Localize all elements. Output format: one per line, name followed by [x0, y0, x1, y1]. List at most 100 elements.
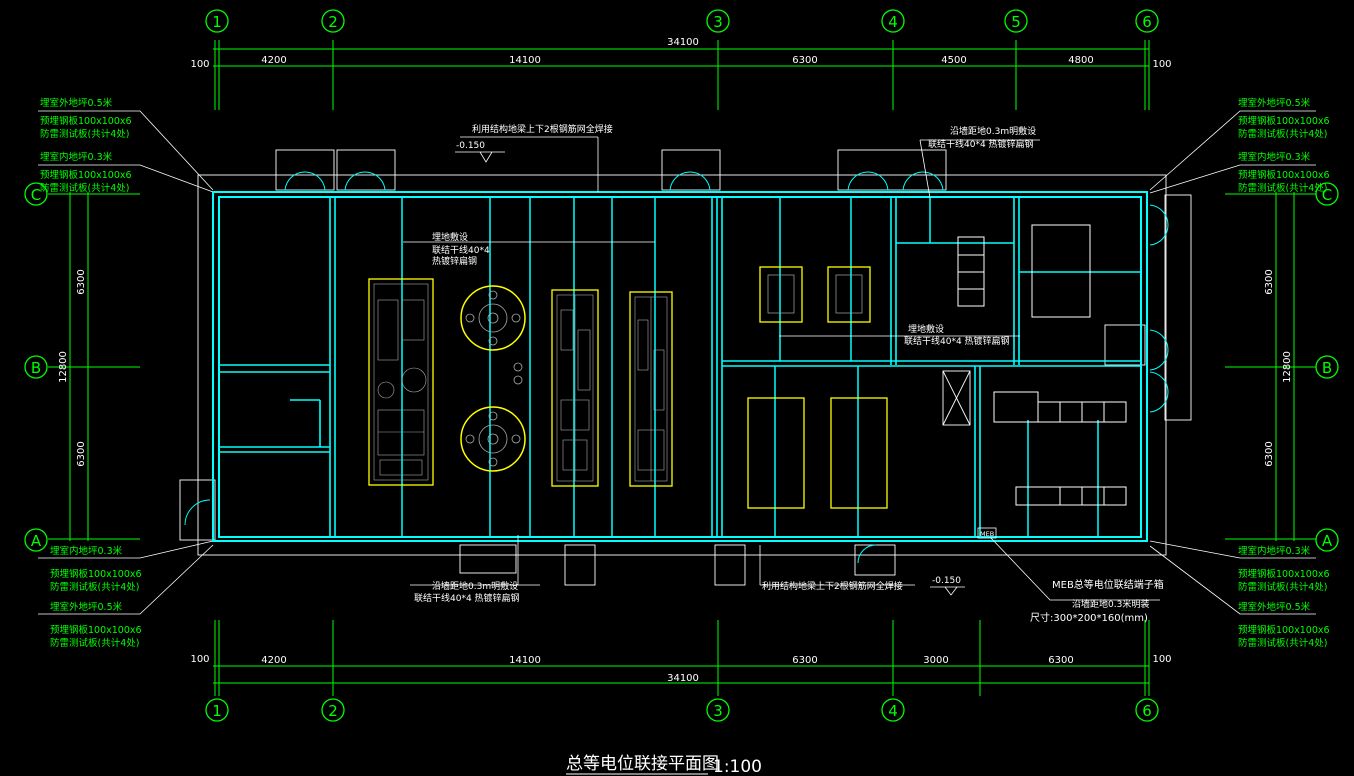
bottom-dim-2: 14100: [509, 655, 541, 666]
callout-top-left-1: 埋室外地坪0.5米: [40, 97, 113, 109]
equipment-cabinet-right: [827, 266, 871, 323]
callout-top-left-6: 防雷测试板(共计4处): [40, 182, 129, 194]
corner-leader-lines: [38, 110, 1316, 615]
bottom-dim-3: 6300: [792, 655, 817, 666]
annotation-leaders: [403, 136, 1160, 601]
bottom-dim-1: 4200: [261, 655, 286, 666]
note-bottom-level: -0.150: [932, 576, 961, 586]
bottom-dimension-lines: [213, 620, 1150, 696]
axis-label-bottom-2: 2: [328, 702, 338, 720]
left-dim-lower: 6300: [76, 441, 87, 466]
axis-label-left-a: A: [31, 532, 42, 550]
callout-top-left-3: 防雷测试板(共计4处): [40, 128, 129, 140]
equipment-panel-3: [629, 291, 673, 487]
note-top-right-1: 沿墙距地0.3m明敷设: [950, 125, 1036, 137]
top-dim-2: 14100: [509, 55, 541, 66]
equipment-box-1: [747, 397, 805, 509]
callout-top-right-2: 预埋钢板100x100x6: [1238, 115, 1330, 127]
callout-bottom-left-2: 预埋钢板100x100x6: [50, 568, 142, 580]
callout-bottom-right-6: 防雷测试板(共计4处): [1238, 637, 1327, 649]
axis-label-bottom-1: 1: [212, 702, 222, 720]
axis-label-right-c: C: [1322, 186, 1332, 204]
top-edge-dim-right: 100: [1152, 59, 1171, 70]
top-dimension-lines: [213, 40, 1150, 110]
callout-bottom-right-5: 预埋钢板100x100x6: [1238, 624, 1330, 636]
callout-top-left-4: 埋室内地坪0.3米: [40, 151, 113, 163]
drawing-scale: 1:100: [713, 757, 762, 776]
axis-label-right-a: A: [1322, 532, 1333, 550]
furniture: [957, 224, 1127, 506]
bottom-dim-5: 6300: [1048, 655, 1073, 666]
callout-top-right-3: 防雷测试板(共计4处): [1238, 128, 1327, 140]
callout-top-right-6: 防雷测试板(共计4处): [1238, 182, 1327, 194]
right-dim-total: 12800: [1282, 351, 1293, 383]
equipment-panel-2-detail: [556, 294, 594, 482]
bottom-dim-4: 3000: [923, 655, 948, 666]
axis-label-bottom-6: 6: [1142, 702, 1152, 720]
bottom-edge-dim-right: 100: [1152, 654, 1171, 665]
side-axis-bubbles: [24, 182, 1339, 552]
axis-label-top-2: 2: [328, 13, 338, 31]
axis-label-top-5: 5: [1011, 13, 1021, 31]
door-swings: [184, 171, 1169, 564]
note-right-mid-2: 联结干线40*4 热镀锌扁钢: [904, 335, 1010, 347]
equipment-panel-1: [368, 278, 434, 486]
right-dim-lower: 6300: [1264, 441, 1275, 466]
side-dimension-lines: [48, 192, 1316, 541]
callout-bottom-right-4: 埋室外地坪0.5米: [1238, 601, 1311, 613]
axis-label-top-1: 1: [212, 13, 222, 31]
axis-label-top-6: 6: [1142, 13, 1152, 31]
note-top-mid-1: 埋地敷设: [432, 231, 468, 243]
note-right-mid-1: 埋地敷设: [908, 323, 944, 335]
grounding-strips: [401, 197, 1099, 537]
note-top-mid-3: 热镀锌扁钢: [432, 255, 477, 267]
top-dim-4: 4500: [941, 55, 966, 66]
callout-top-left-5: 预埋钢板100x100x6: [40, 169, 132, 181]
axis-label-bottom-4: 4: [888, 702, 898, 720]
axis-label-top-3: 3: [713, 13, 723, 31]
equipment-panel-1-detail: [373, 283, 429, 481]
axis-label-bottom-3: 3: [713, 702, 723, 720]
note-bottom-mid-2: 联结干线40*4 热镀锌扁钢: [414, 592, 520, 604]
note-meb-2: 沿墙距地0.3米明装: [1072, 598, 1149, 610]
top-dim-1: 4200: [261, 55, 286, 66]
equipment-box-2: [830, 397, 888, 509]
top-dim-5: 4800: [1068, 55, 1093, 66]
bottom-axis-bubbles: [205, 698, 1159, 722]
top-axis-bubbles: [205, 9, 1159, 33]
note-meb-3: 尺寸:300*200*160(mm): [1030, 611, 1148, 624]
left-dim-total: 12800: [58, 351, 69, 383]
note-top-foundation: 利用结构地梁上下2根钢筋网全焊接: [472, 123, 613, 135]
transformer-upper: [460, 285, 526, 351]
equipment-panel-3-detail: [634, 296, 668, 482]
top-edge-dim-left: 100: [190, 59, 209, 70]
callout-bottom-right-1: 埋室内地坪0.3米: [1238, 545, 1311, 557]
top-dim-3: 6300: [792, 55, 817, 66]
top-total-dim: 34100: [667, 37, 699, 48]
callout-bottom-left-6: 防雷测试板(共计4处): [50, 637, 139, 649]
callout-bottom-right-3: 防雷测试板(共计4处): [1238, 581, 1327, 593]
interior-walls: [219, 197, 1141, 537]
small-fittings: [513, 362, 523, 385]
note-top-mid-2: 联结干线40*4: [432, 244, 490, 256]
callout-bottom-right-2: 预埋钢板100x100x6: [1238, 568, 1330, 580]
note-meb-1: MEB总等电位联结端子箱: [1052, 578, 1164, 591]
axis-label-top-4: 4: [888, 13, 898, 31]
transformer-lower: [460, 406, 526, 472]
callout-bottom-left-3: 防雷测试板(共计4处): [50, 581, 139, 593]
callout-top-right-5: 预埋钢板100x100x6: [1238, 169, 1330, 181]
callout-bottom-left-1: 埋室内地坪0.3米: [50, 545, 123, 557]
note-bottom-foundation: 利用结构地梁上下2根钢筋网全焊接: [762, 580, 903, 592]
building-outline: [179, 149, 1192, 586]
callout-top-left-2: 预埋钢板100x100x6: [40, 115, 132, 127]
meb-box-label: MEB: [980, 530, 994, 538]
note-top-right-2: 联结干线40*4 热镀锌扁钢: [928, 138, 1034, 150]
bottom-total-dim: 34100: [667, 673, 699, 684]
equipment-panel-2: [551, 289, 599, 487]
axis-label-right-b: B: [1322, 359, 1332, 377]
left-dim-upper: 6300: [76, 269, 87, 294]
note-bottom-mid-1: 沿墙距地0.3m明敷设: [432, 580, 518, 592]
meb-box-icon: [977, 527, 997, 539]
outer-wall-cyan: [212, 191, 1148, 542]
